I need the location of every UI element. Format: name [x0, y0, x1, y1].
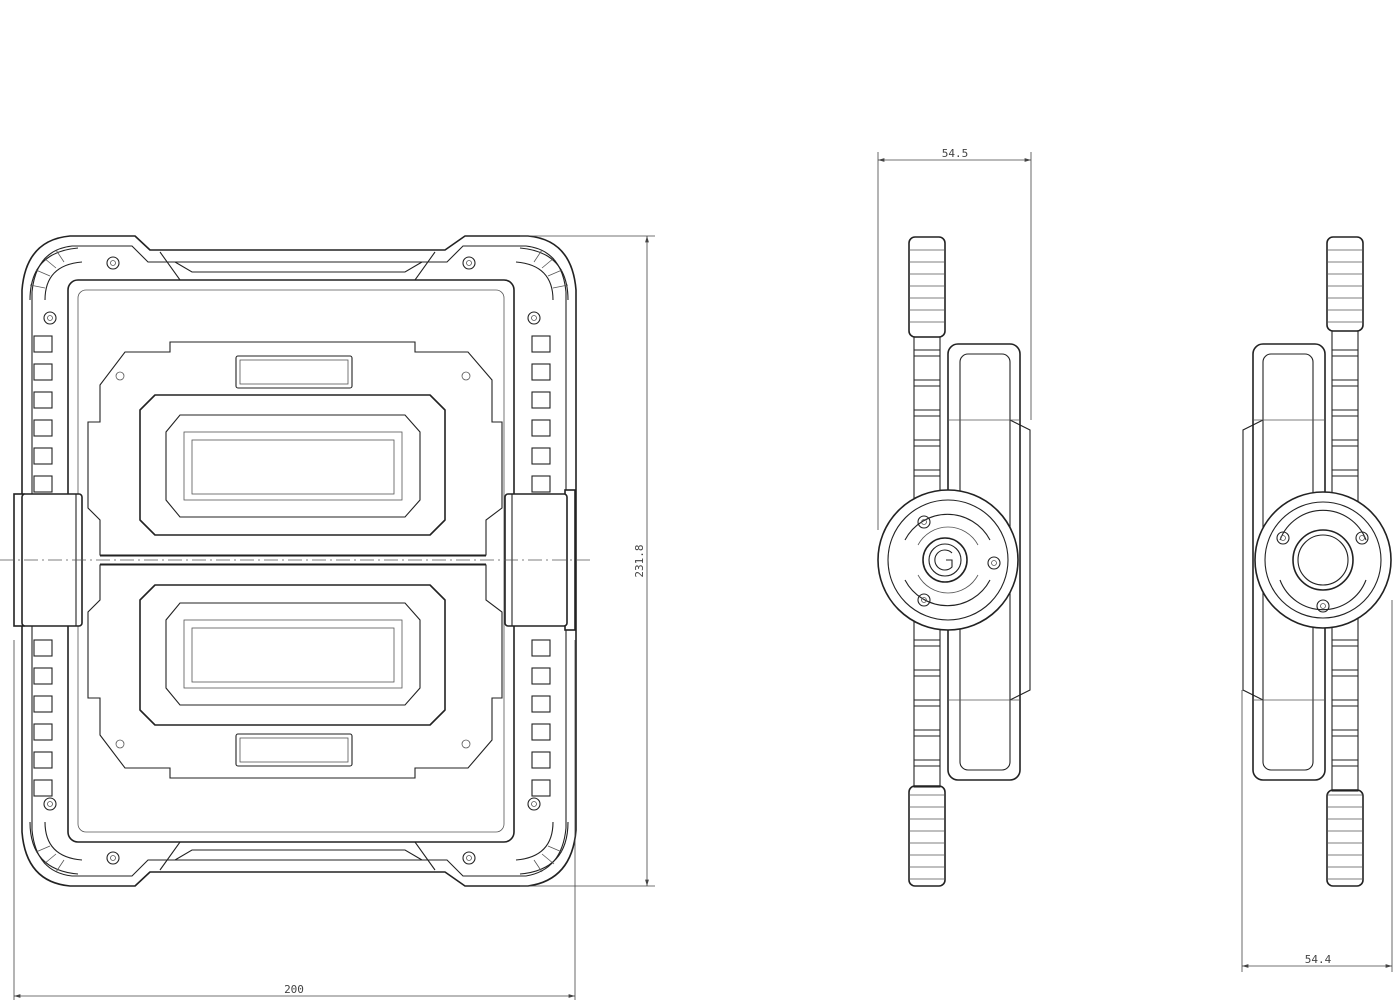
side-view-right-ribs: [1327, 249, 1363, 880]
rib: [531, 695, 551, 713]
corner-bumper-top-right: [515, 247, 569, 301]
rib: [33, 695, 53, 713]
rib: [33, 363, 53, 381]
corner-bumper-bottom-left: [29, 821, 83, 875]
dimension-height: 231.8: [520, 235, 655, 887]
rib: [531, 779, 551, 797]
rib: [33, 447, 53, 465]
rib: [531, 751, 551, 769]
dimension-depth-bottom-label: 54.4: [1305, 953, 1332, 966]
right-rail-ribs: [531, 335, 551, 797]
rib: [33, 391, 53, 409]
front-view: 200 231.8: [0, 235, 655, 1000]
corner-bumper-bottom-right: [515, 821, 569, 875]
knob-back-icon: [1254, 491, 1392, 629]
left-rail-ribs: [33, 335, 53, 797]
rib: [531, 335, 551, 353]
side-view-left: 54.5: [877, 147, 1032, 887]
rib: [531, 363, 551, 381]
dimension-height-label: 231.8: [633, 544, 646, 577]
rib: [33, 419, 53, 437]
screw-icon: [43, 256, 541, 865]
rib: [531, 475, 551, 493]
rib: [531, 447, 551, 465]
upper-lamp-panel: [87, 341, 503, 556]
power-knob-icon: [877, 489, 1019, 631]
rib: [33, 779, 53, 797]
rib: [531, 723, 551, 741]
rib: [33, 723, 53, 741]
corner-bumper-top-left: [29, 247, 83, 301]
dimension-width: 200: [13, 640, 576, 1000]
rib: [33, 667, 53, 685]
rib: [531, 639, 551, 657]
dimension-depth-top: 54.5: [877, 147, 1032, 530]
side-view-left-ribs: [909, 249, 945, 880]
rib: [531, 419, 551, 437]
rib: [33, 639, 53, 657]
side-view-right: 54.4: [1241, 236, 1393, 972]
rib: [531, 667, 551, 685]
dimension-width-label: 200: [284, 983, 304, 996]
dimension-depth-bottom: 54.4: [1241, 600, 1393, 972]
rib: [33, 751, 53, 769]
rib: [531, 391, 551, 409]
lower-lamp-panel: [87, 564, 503, 779]
rib: [33, 475, 53, 493]
rib: [33, 335, 53, 353]
dimension-depth-top-label: 54.5: [942, 147, 969, 160]
